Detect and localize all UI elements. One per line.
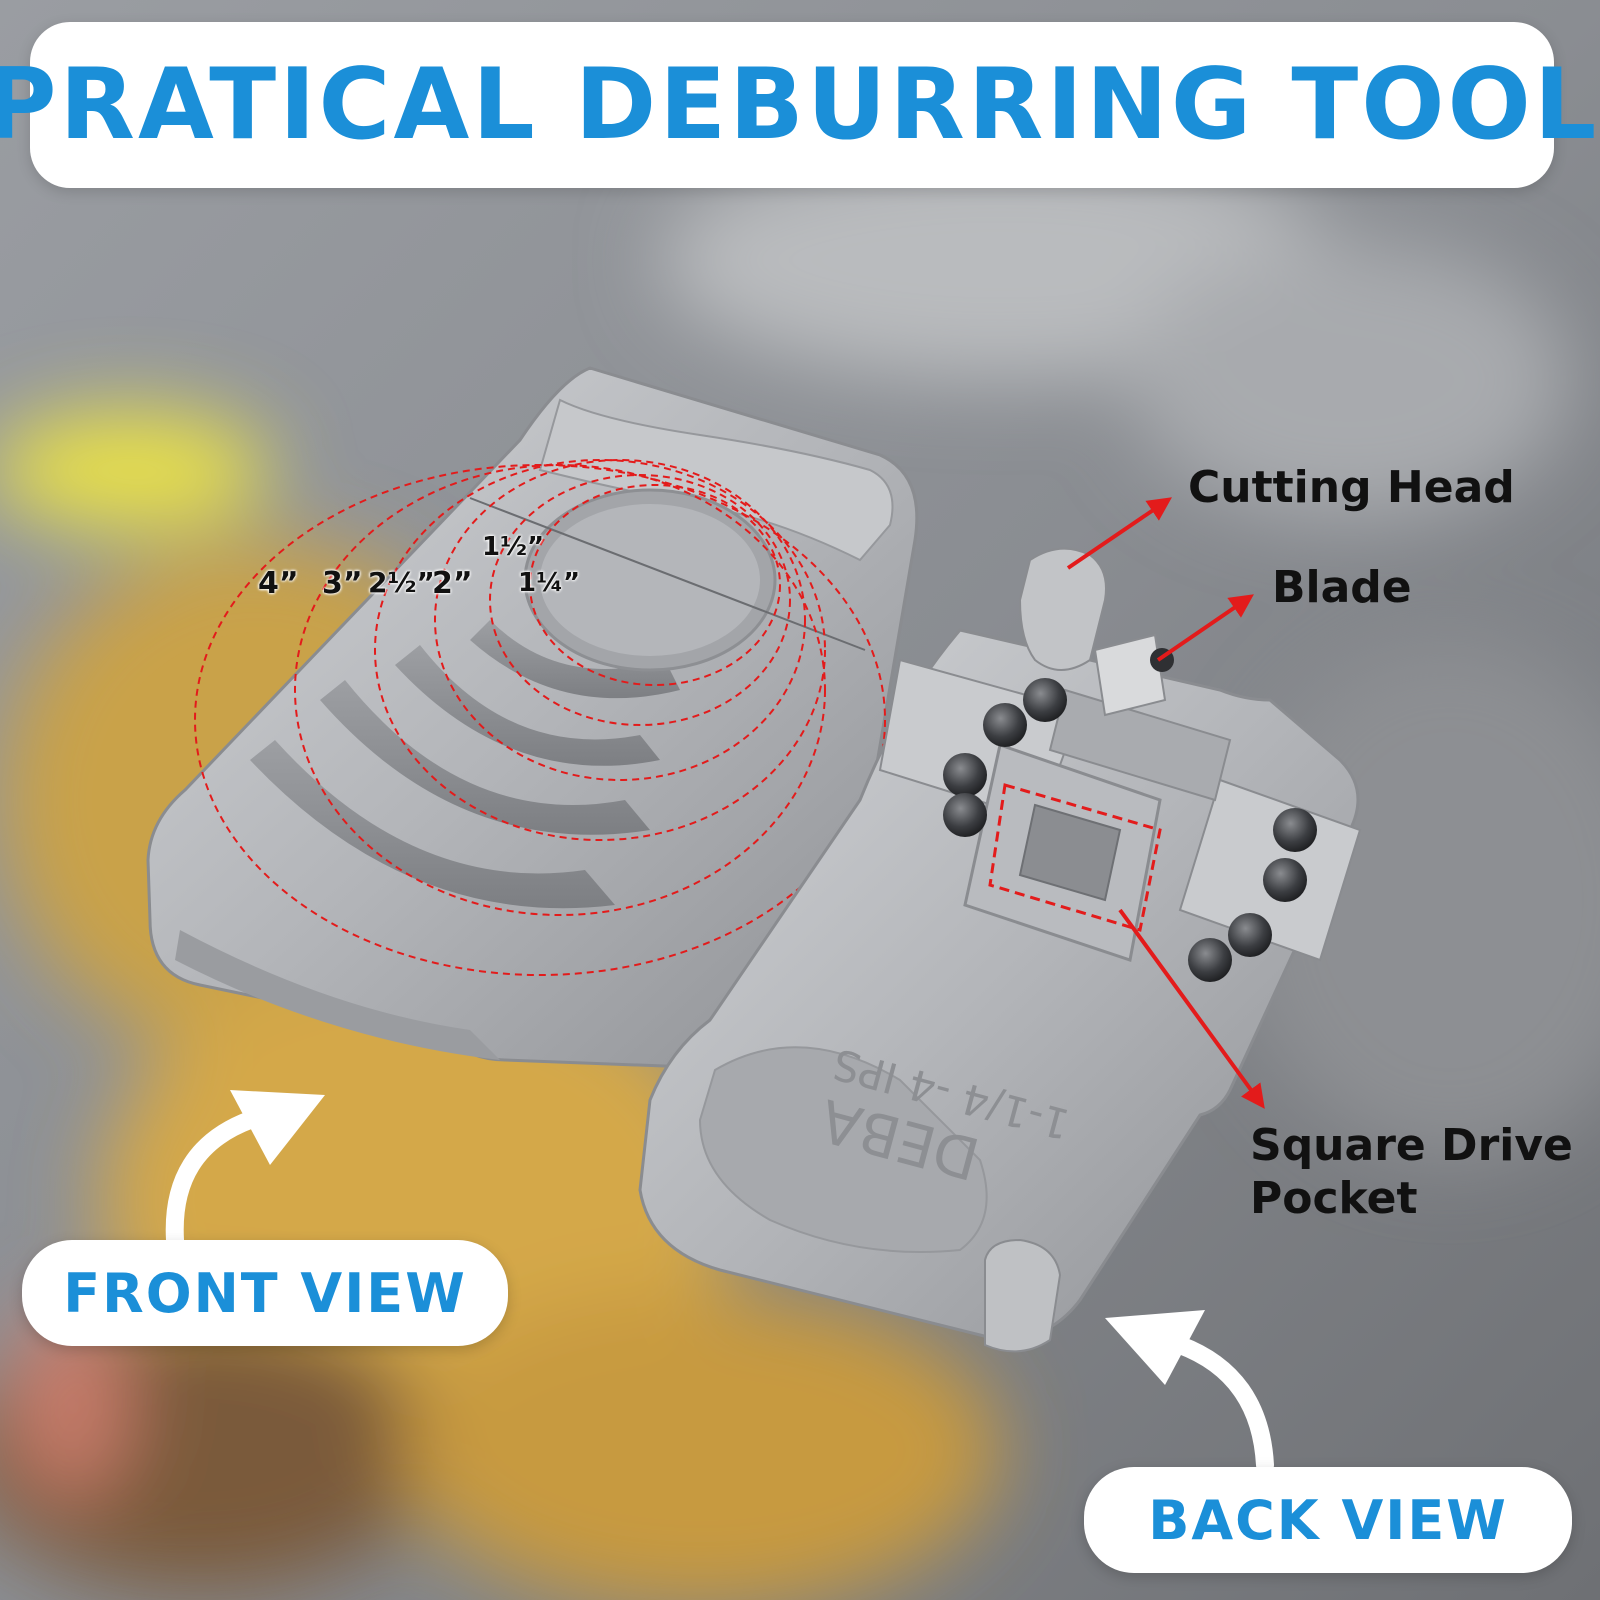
screws <box>943 678 1317 982</box>
size-label-2: 2” <box>432 566 473 601</box>
back-view-pointer-arrow <box>1105 1310 1274 1474</box>
front-view-badge: FRONT VIEW <box>22 1240 508 1346</box>
callout-cutting-head: Cutting Head <box>1188 462 1515 513</box>
arc-slot-2 <box>395 645 660 766</box>
front-view-tool <box>146 366 919 1072</box>
arc-slot-3 <box>320 680 650 835</box>
back-view-label: BACK VIEW <box>1148 1488 1508 1552</box>
callout-square-drive-line2: Pocket <box>1250 1172 1418 1224</box>
size-label-4: 4” <box>258 566 299 601</box>
back-view-tool: DEBA 1-1/4 -4 IPS <box>638 547 1362 1353</box>
blade <box>1093 633 1167 717</box>
cutting-head <box>1018 547 1107 671</box>
square-drive-pocket <box>1018 803 1122 902</box>
back-view-badge: BACK VIEW <box>1084 1467 1572 1573</box>
size-label-2-5: 2½” <box>368 566 435 599</box>
arc-slot-1 <box>470 620 680 699</box>
callout-square-drive-line1: Square Drive <box>1250 1120 1573 1171</box>
callout-blade: Blade <box>1272 562 1412 613</box>
callout-square-drive-pocket: Square Drive Pocket <box>1250 1120 1573 1226</box>
front-view-pointer-arrow <box>165 1090 325 1249</box>
size-circles <box>194 459 886 976</box>
locating-post <box>984 1238 1062 1353</box>
size-label-1-25: 1¼” <box>518 568 581 598</box>
front-view-label: FRONT VIEW <box>63 1261 467 1325</box>
size-label-1-5: 1½” <box>482 532 545 562</box>
arc-slot-4 <box>250 740 615 909</box>
title-banner: PRATICAL DEBURRING TOOL <box>0 22 1596 188</box>
page-title: PRATICAL DEBURRING TOOL <box>0 48 1600 162</box>
size-label-3: 3” <box>322 566 363 601</box>
callout-arrows <box>1066 497 1265 1109</box>
